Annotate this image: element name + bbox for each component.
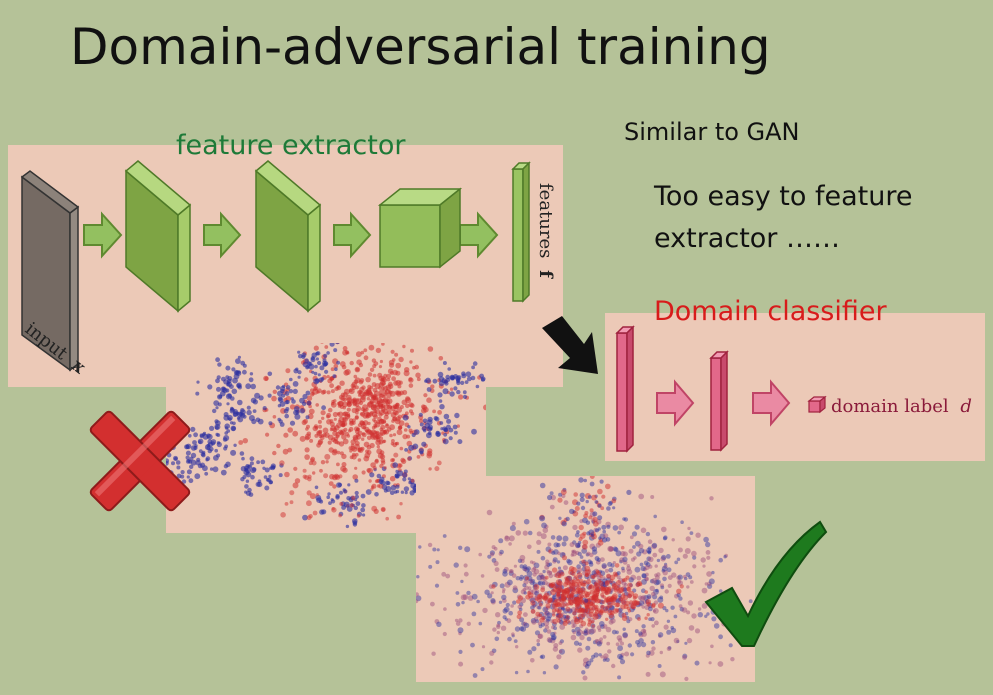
domain-classifier-panel: domain label d	[605, 313, 985, 461]
features-label: features f	[535, 183, 556, 279]
scatter-panel-separated	[166, 343, 486, 533]
note-too-easy-line2: extractor ……	[654, 223, 840, 254]
scatter-plot-aligned	[416, 476, 753, 681]
feature-extractor-label: feature extractor	[176, 130, 406, 161]
red-cross-icon	[80, 405, 200, 517]
arrow-4	[459, 211, 499, 259]
scatter-panel-aligned	[416, 476, 755, 682]
slide-title: Domain-adversarial training	[70, 18, 771, 76]
domain-output-cube	[807, 395, 827, 414]
note-too-easy: Too easy to feature extractor ……	[654, 176, 912, 260]
scatter-plot-separated	[166, 343, 486, 529]
conv-block-3	[377, 187, 463, 269]
domain-classifier-label: Domain classifier	[654, 296, 887, 327]
classifier-layer-2	[709, 350, 729, 452]
features-layer	[511, 161, 531, 303]
input-layer	[20, 170, 80, 372]
note-similar-to-gan: Similar to GAN	[624, 118, 800, 146]
arrow-3	[333, 211, 372, 259]
black-arrow-icon	[536, 310, 606, 380]
green-check-icon	[698, 518, 830, 650]
domain-label-text: domain label d	[831, 396, 972, 417]
classifier-arrow-1	[656, 379, 695, 427]
note-too-easy-line1: Too easy to feature	[654, 181, 913, 212]
conv-block-1	[124, 160, 192, 313]
feature-extractor-diagram: features f input x	[20, 160, 556, 378]
domain-classifier-diagram: domain label d	[615, 325, 972, 453]
classifier-layer-1	[615, 325, 635, 453]
arrow-1	[83, 211, 123, 259]
conv-block-2	[254, 160, 322, 313]
classifier-arrow-2	[752, 379, 791, 427]
arrow-2	[203, 211, 242, 259]
